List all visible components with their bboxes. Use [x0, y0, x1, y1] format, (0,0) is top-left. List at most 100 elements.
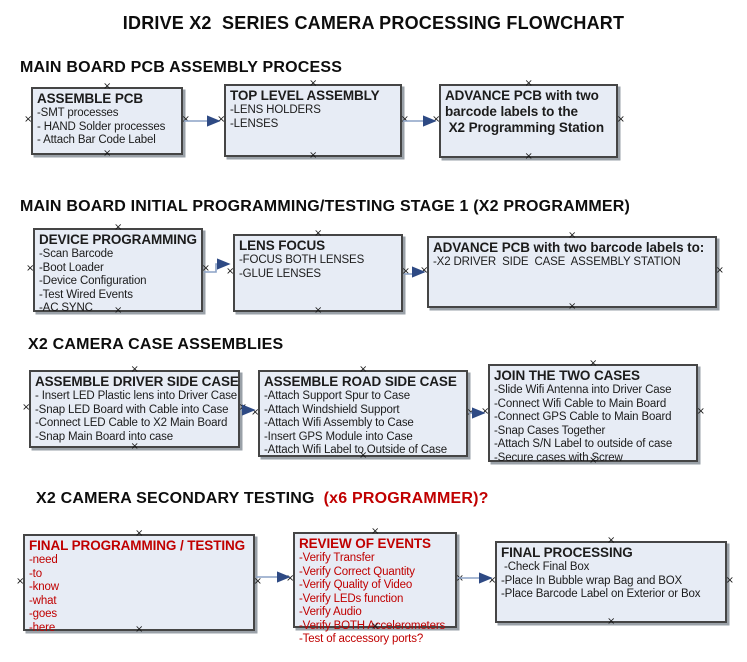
- connection-point-icon: ×: [420, 265, 429, 276]
- connection-point-icon: ×: [725, 575, 734, 586]
- flow-box-top-level-assembly: TOP LEVEL ASSEMBLY-LENS HOLDERS-LENSES××…: [217, 79, 409, 161]
- flow-box-line: -Attach Wifi Assembly to Case: [264, 417, 414, 429]
- connection-point-icon: ×: [103, 148, 112, 159]
- connection-point-icon: ×: [135, 528, 144, 539]
- flow-box-line: -know: [29, 581, 59, 593]
- flow-box-title: ASSEMBLE DRIVER SIDE CASE: [35, 374, 239, 389]
- flow-box-line: -Place Barcode Label on Exterior or Box: [501, 588, 701, 600]
- connection-point-icon: ×: [371, 526, 380, 537]
- flow-box-title: DEVICE PROGRAMMING: [39, 232, 197, 247]
- flow-box-title: LENS FOCUS: [239, 238, 326, 253]
- flow-box-line: -Connect GPS Cable to Main Board: [494, 411, 672, 423]
- flow-box-title: ASSEMBLE ROAD SIDE CASE: [264, 374, 457, 389]
- flow-box-lens-focus: LENS FOCUS-FOCUS BOTH LENSES-GLUE LENSES…: [226, 229, 410, 316]
- flow-box-title: ADVANCE PCB with two barcode labels to:: [433, 240, 705, 255]
- flow-box-line: -Verify BOTH Accelerometers: [299, 619, 446, 632]
- flow-box-line: - Attach Bar Code Label: [37, 134, 156, 146]
- connection-point-icon: ×: [524, 151, 533, 162]
- flow-box-line: -Attach Windshield Support: [264, 403, 400, 416]
- flow-box-line: - HAND Solder processes: [37, 120, 166, 133]
- flow-box-title: JOIN THE TWO CASES: [494, 368, 640, 383]
- connection-point-icon: ×: [114, 222, 123, 233]
- flow-box-device-programming: DEVICE PROGRAMMING-Scan Barcode-Boot Loa…: [26, 223, 210, 316]
- connection-point-icon: ×: [432, 114, 441, 125]
- connection-point-icon: ×: [130, 441, 139, 452]
- connection-point-icon: ×: [466, 406, 475, 418]
- flow-box-line: -Verify Audio: [299, 606, 362, 618]
- section-heading-initial-programming: MAIN BOARD INITIAL PROGRAMMING/TESTING S…: [20, 198, 631, 215]
- flow-box-line: -LENS HOLDERS: [230, 104, 321, 116]
- flow-box-assemble-pcb: ASSEMBLE PCB-SMT processes- HAND Solder …: [24, 82, 190, 159]
- connection-point-icon: ×: [238, 402, 247, 413]
- connection-point-icon: ×: [359, 450, 368, 461]
- flow-box-line: -Snap Main Board into case: [35, 430, 174, 443]
- connection-point-icon: ×: [114, 305, 123, 316]
- connection-point-icon: ×: [201, 263, 210, 274]
- flow-box-line: -Verify Transfer: [299, 552, 375, 564]
- flow-box-line: -Verify Correct Quantity: [299, 565, 415, 578]
- flow-box-title: X2 Programming Station: [445, 120, 604, 135]
- connection-point-icon: ×: [286, 573, 295, 584]
- connection-point-icon: ×: [607, 616, 616, 627]
- connection-point-icon: ×: [22, 402, 31, 413]
- flow-box-line: -Connect LED Cable to X2 Main Board: [35, 417, 228, 429]
- connection-point-icon: ×: [488, 575, 497, 586]
- flow-box-assemble-road-side-case: ASSEMBLE ROAD SIDE CASE-Attach Support S…: [251, 365, 475, 461]
- connection-point-icon: ×: [481, 406, 490, 417]
- flow-box-line: -to: [29, 567, 42, 580]
- section-heading-black-part: X2 CAMERA SECONDARY TESTING: [36, 490, 315, 507]
- flow-box-line: -Verify Quality of Video: [299, 579, 413, 591]
- flow-box-line: -Boot Loader: [39, 261, 104, 274]
- connection-point-icon: ×: [16, 575, 25, 587]
- connection-point-icon: ×: [568, 230, 577, 241]
- connection-point-icon: ×: [253, 575, 262, 587]
- flow-box-line: -SMT processes: [37, 107, 119, 119]
- flow-box-title: barcode labels to the: [445, 104, 578, 119]
- connection-point-icon: ×: [400, 113, 409, 125]
- flow-box-line: -Attach Support Spur to Case: [264, 390, 411, 402]
- flow-box-join-the-two-cases: JOIN THE TWO CASES-Slide Wifi Antenna in…: [481, 359, 705, 466]
- connection-point-icon: ×: [314, 228, 323, 239]
- section-heading-pcb-assembly: MAIN BOARD PCB ASSEMBLY PROCESS: [20, 59, 343, 76]
- flow-box-line: -Snap Cases Together: [494, 424, 606, 437]
- section-heading-case-assemblies: X2 CAMERA CASE ASSEMBLIES: [28, 336, 284, 353]
- connection-point-icon: ×: [359, 364, 368, 375]
- connection-point-icon: ×: [309, 78, 318, 89]
- flow-box-line: -Scan Barcode: [39, 248, 114, 260]
- flow-box-line: - Insert LED Plastic lens into Driver Ca…: [35, 390, 238, 402]
- flow-box-line: -Attach Wifi Label to Outside of Case: [264, 444, 448, 456]
- flow-box-line: -Snap LED Board with Cable into Case: [35, 403, 229, 416]
- connection-point-icon: ×: [309, 150, 318, 161]
- flow-box-advance-pcb-driver: ADVANCE PCB with two barcode labels to:-…: [420, 231, 724, 312]
- flow-box-assemble-driver-side-case: ASSEMBLE DRIVER SIDE CASE- Insert LED Pl…: [22, 365, 247, 452]
- connection-point-icon: ×: [251, 406, 260, 418]
- connection-point-icon: ×: [616, 114, 625, 125]
- flow-box-line: -GLUE LENSES: [239, 267, 321, 280]
- flow-box-final-programming-testing: FINAL PROGRAMMING / TESTING-need-to-know…: [16, 529, 262, 635]
- connection-point-icon: ×: [607, 535, 616, 546]
- connection-point-icon: ×: [181, 114, 190, 125]
- flow-box-line: -what: [29, 594, 57, 607]
- flow-box-line: -X2 DRIVER SIDE CASE ASSEMBLY STATION: [433, 256, 681, 268]
- flow-box-title: FINAL PROCESSING: [501, 545, 633, 560]
- connection-point-icon: ×: [24, 114, 33, 125]
- connection-point-icon: ×: [226, 266, 235, 277]
- connection-point-icon: ×: [26, 263, 35, 274]
- connection-point-icon: ×: [524, 78, 533, 89]
- connection-point-icon: ×: [371, 621, 380, 632]
- connection-point-icon: ×: [217, 113, 226, 125]
- connection-point-icon: ×: [130, 364, 139, 375]
- section-heading-secondary-testing: X2 CAMERA SECONDARY TESTING (x6 PROGRAMME…: [36, 490, 489, 508]
- flow-box-line: -Verify LEDs function: [299, 592, 404, 605]
- flow-box-review-of-events: REVIEW OF EVENTS-Verify Transfer-Verify …: [286, 527, 464, 646]
- flow-box-line: -AC SYNC: [39, 302, 93, 314]
- connection-point-icon: ×: [589, 455, 598, 466]
- flow-box-line: -need: [29, 554, 58, 566]
- connection-point-icon: ×: [401, 266, 410, 277]
- connection-point-icon: ×: [589, 358, 598, 369]
- section-heading-red-part: (x6 PROGRAMMER)?: [323, 490, 489, 507]
- flow-box-line: -Secure cases with Screw: [494, 451, 623, 464]
- page-title: IDRIVE X2 SERIES CAMERA PROCESSING FLOWC…: [122, 13, 625, 33]
- flow-box-line: -Test Wired Events: [39, 288, 133, 301]
